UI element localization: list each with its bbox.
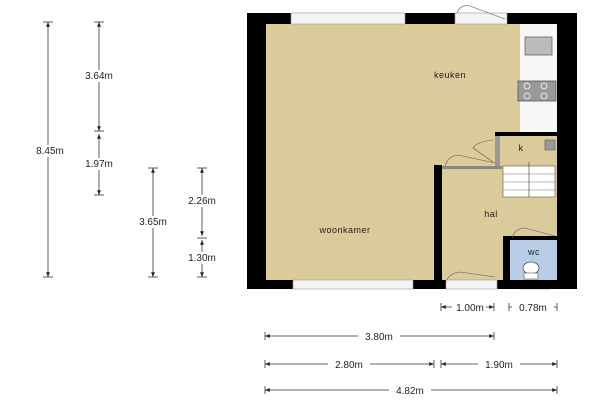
back-door[interactable] (454, 12, 508, 25)
hal-wall (434, 165, 442, 289)
dim-middle-depth: 1.97m (85, 159, 113, 170)
toilet-icon (522, 261, 540, 275)
dim-wc-width: 0.78m (519, 303, 547, 314)
room-label-k: k (519, 143, 524, 153)
dim-total-height: 8.45m (36, 146, 64, 157)
dim-hal-depth: 3.65m (139, 217, 167, 228)
window-bottom (292, 279, 414, 290)
building: keuken woonkamer hal k wc (247, 5, 577, 290)
dim-wc-depth: 1.30m (188, 253, 216, 264)
hal-top-wall (442, 166, 502, 169)
window-top-left (290, 12, 406, 25)
k-side-wall (495, 136, 500, 166)
dim-total-width: 4.82m (396, 386, 424, 397)
dim-woonkamer-width: 2.80m (335, 360, 363, 371)
dim-hal-width: 1.90m (485, 360, 513, 371)
dim-keuken-depth: 3.64m (85, 71, 113, 82)
room-label-wc: wc (527, 247, 540, 257)
room-label-hal: hal (484, 209, 498, 219)
room-label-keuken: keuken (434, 70, 466, 80)
stairs (502, 162, 556, 198)
sink-icon (524, 36, 553, 56)
stove-icon (517, 80, 557, 102)
vertical-dimensions: 8.45m 3.64m 1.97m 3.65m 2.26m 1.30m (30, 21, 222, 278)
front-door[interactable] (445, 279, 498, 290)
k-top-wall (495, 132, 557, 136)
dim-living-to-hal: 3.80m (365, 332, 393, 343)
horizontal-dimensions: 1.00m 0.78m 3.80m 2.80m 1.90m 4.82m (264, 301, 558, 397)
dim-hal-width-inner: 1.00m (456, 303, 484, 314)
dim-hal-upper: 2.26m (188, 196, 216, 207)
meter-cabinet-icon (544, 139, 556, 151)
door-swing (456, 5, 506, 20)
room-label-woonkamer: woonkamer (318, 225, 370, 235)
